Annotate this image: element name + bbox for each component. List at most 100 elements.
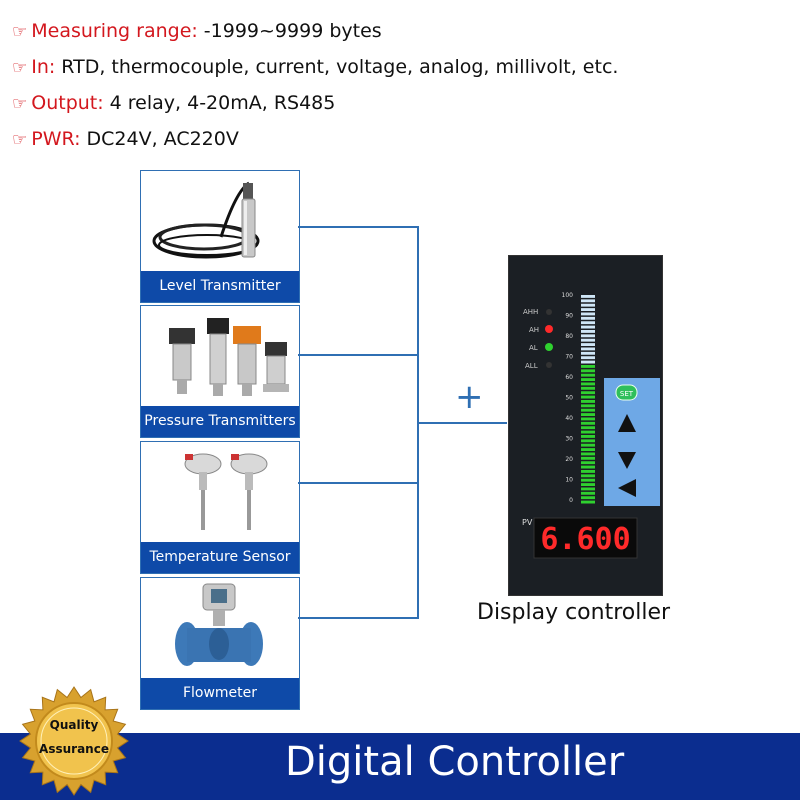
pointing-hand-icon: ☞ [12,58,28,78]
spec-value: 4 relay, 4-20mA, RS485 [109,92,336,114]
left-arrow-button[interactable] [618,479,636,497]
bargraph-segment [581,456,595,460]
pressure-transmitter-icon [141,306,299,406]
pv-display [533,517,638,559]
scale-label: 20 [565,456,573,463]
flowmeter-icon [141,578,299,678]
bargraph [581,295,595,504]
seal-line2: Assurance [39,742,109,756]
bottom-banner [0,733,800,800]
spec-input: ☞In:RTD, thermocouple, current, voltage,… [12,56,618,78]
display-controller: AHH AH AL ALL 100 90 80 70 60 50 40 30 2… [508,255,663,596]
bargraph-segment [581,452,595,456]
down-arrow-button[interactable] [618,452,636,469]
bargraph-segment [581,430,595,434]
bargraph-segment [581,338,595,342]
bargraph-segment [581,334,595,338]
bargraph-segment [581,483,595,486]
level-transmitter-icon [141,171,299,271]
bargraph-segment [581,316,595,320]
bargraph-segment [581,426,595,430]
scale-label: 100 [562,292,574,299]
pointing-hand-icon: ☞ [12,94,28,114]
seal-line1: Quality [50,718,99,732]
sensor-label: Pressure Transmitters [141,406,299,437]
controller-caption: Display controller [477,600,671,625]
bargraph-segment [581,500,595,504]
banner-title: Digital Controller [285,739,625,785]
scale-label: 90 [565,313,573,320]
scale-label: 60 [565,374,573,381]
bargraph-segment [581,325,595,329]
connector-line [298,354,419,356]
alarm-label-ah: AH [529,326,539,334]
bargraph-segment [581,417,595,421]
bargraph-segment [581,478,595,482]
spec-measuring-range: ☞Measuring range:-1999~9999 bytes [12,20,382,42]
connector-to-controller [417,422,507,424]
plus-sign: + [455,377,484,417]
bargraph-segment [581,496,595,500]
spec-key: Measuring range: [31,20,198,42]
bargraph-segment [581,360,595,364]
bargraph-segment [581,474,595,478]
bargraph-segment [581,312,595,316]
sensor-label: Flowmeter [141,678,299,709]
alarm-led-ah [545,325,553,333]
alarm-led-al [545,343,553,351]
bargraph-segment [581,347,595,351]
bargraph-segment [581,470,595,473]
connector-line [298,617,419,619]
bargraph-segment [581,308,595,311]
scale-label: 30 [565,436,573,443]
bargraph-segment [581,378,595,381]
bargraph-segment [581,435,595,438]
scale-label: 80 [565,333,573,340]
sensor-label: Temperature Sensor [141,542,299,573]
bargraph-segment [581,461,595,465]
alarm-label-all: ALL [525,362,538,370]
bargraph-segment [581,321,595,325]
sensor-card-level: Level Transmitter [140,170,300,303]
bargraph-segment [581,404,595,408]
bargraph-segment [581,487,595,491]
bargraph-segment [581,356,595,360]
temperature-sensor-icon [141,442,299,542]
bargraph-segment [581,295,595,298]
spec-power: ☞PWR:DC24V, AC220V [12,128,239,150]
bargraph-segment [581,369,595,373]
bargraph-segment [581,303,595,307]
set-button-label: SET [620,390,634,398]
bargraph-segment [581,408,595,412]
scale-label: 50 [565,395,573,402]
alarm-led-all [546,362,552,368]
set-button[interactable] [615,384,638,401]
bargraph-segment [581,373,595,377]
pointing-hand-icon: ☞ [12,130,28,150]
spec-output: ☞Output:4 relay, 4-20mA, RS485 [12,92,335,114]
quality-assurance-seal: Quality Assurance [18,685,130,797]
bargraph-segment [581,465,595,469]
bargraph-segment [581,443,595,447]
spec-key: PWR: [31,128,81,150]
bargraph-segment [581,391,595,395]
pointing-hand-icon: ☞ [12,22,28,42]
sensor-label: Level Transmitter [141,271,299,302]
bargraph-segment [581,491,595,495]
bargraph-segment [581,413,595,416]
alarm-label-ahh: AHH [523,308,538,316]
bargraph-segment [581,448,595,451]
spec-value: -1999~9999 bytes [203,20,382,42]
connector-line [298,482,419,484]
pv-value: 6.600 [540,522,630,557]
connector-line [298,226,419,228]
scale-label: 0 [569,497,573,504]
bargraph-segment [581,299,595,303]
alarm-label-al: AL [529,344,538,352]
bargraph-segment [581,365,595,368]
spec-key: Output: [31,92,104,114]
up-arrow-button[interactable] [618,414,636,432]
bargraph-segment [581,421,595,425]
scale-label: 70 [565,354,573,361]
bargraph-segment [581,439,595,443]
